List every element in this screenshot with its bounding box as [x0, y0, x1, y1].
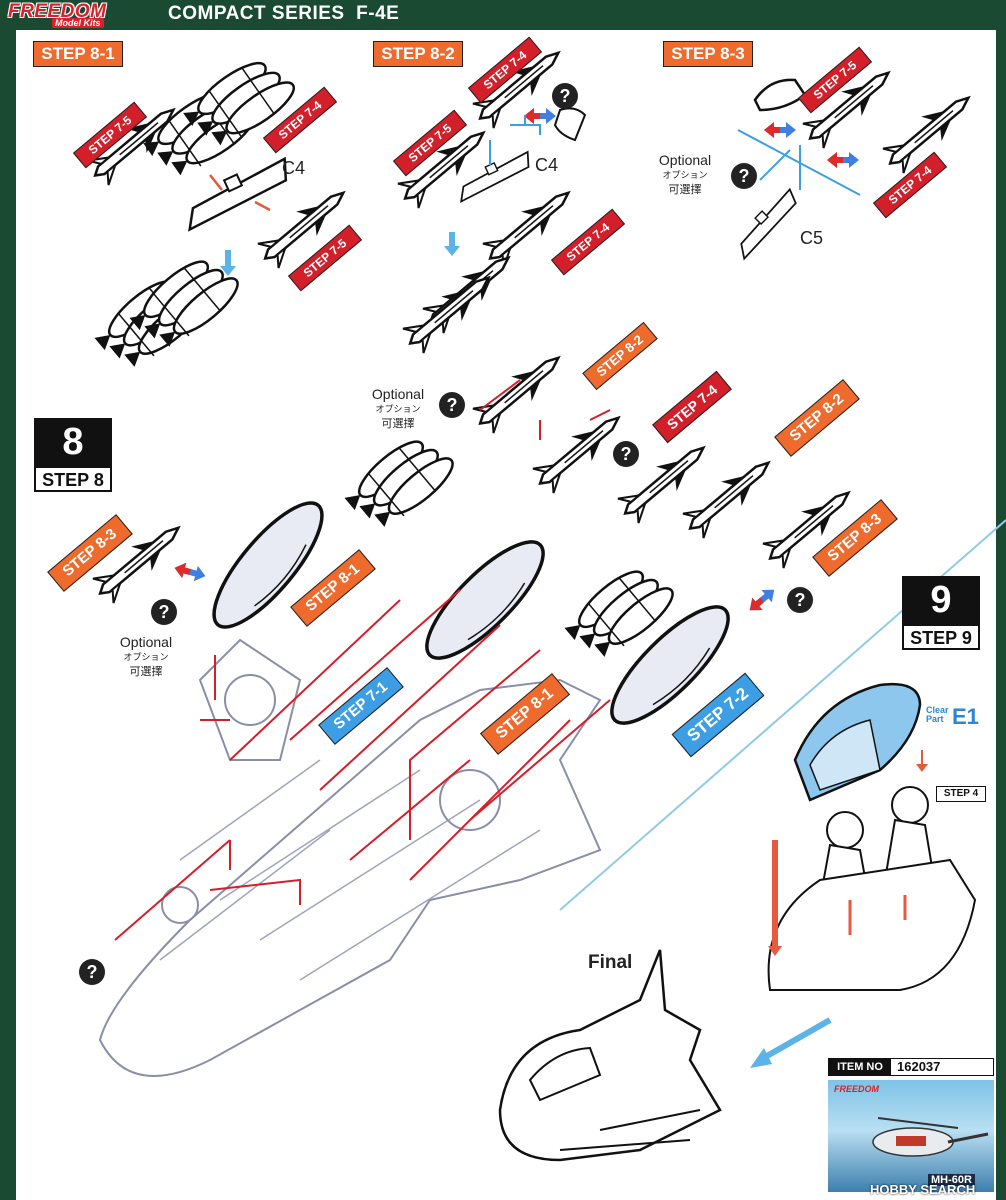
helicopter-icon: [872, 1117, 989, 1157]
step-8-number: 8: [34, 418, 112, 466]
final-label: Final: [588, 952, 633, 973]
step-8-box: 8 STEP 8: [34, 418, 112, 492]
optional-en: Optional: [119, 634, 173, 650]
item-number-label: ITEM NO: [829, 1059, 891, 1075]
optional-ja: オプション: [123, 652, 169, 662]
item-number-row: ITEM NO 162037: [828, 1058, 994, 1076]
step-9-illustration: [767, 682, 977, 991]
optional-zh: 可選擇: [381, 418, 415, 430]
header-bar: FREEDOM Model Kits COMPACT SERIES F-4E: [0, 0, 1006, 30]
product-box-brand: FREEDOM: [834, 1084, 879, 1094]
step-8-1-illustration: [83, 46, 355, 380]
optional-en: Optional: [658, 152, 712, 168]
optional-note: Optional オプション 可選擇: [365, 386, 431, 431]
optional-zh: 可選擇: [668, 184, 702, 196]
item-number-box: ITEM NO 162037 FREEDOM MH-60R: [828, 1058, 994, 1192]
step-8-illustration: [79, 344, 860, 1077]
final-illustration: [498, 949, 722, 1162]
optional-note: Optional オプション 可選擇: [113, 634, 179, 679]
step-8-2-illustration: [393, 39, 587, 357]
step-8-3-title: STEP 8-3: [663, 41, 753, 67]
clear-part-label: Clear Part: [926, 705, 949, 724]
part-c5-label: C5: [800, 228, 824, 248]
optional-ja: オプション: [662, 170, 708, 180]
step-8-2-title: STEP 8-2: [373, 41, 463, 67]
part-c4-label: C4: [282, 158, 306, 178]
brand-logo: FREEDOM Model Kits: [8, 1, 153, 28]
step-9-number: 9: [902, 576, 980, 624]
series-title: COMPACT SERIES F-4E: [168, 3, 400, 24]
product-box-image: FREEDOM MH-60R: [828, 1080, 994, 1192]
step-9-caption: STEP 9: [902, 624, 980, 650]
optional-en: Optional: [371, 386, 425, 402]
step-8-1-title: STEP 8-1: [33, 41, 123, 67]
product-box-model: MH-60R: [928, 1174, 975, 1186]
step-9-box: 9 STEP 9: [902, 576, 980, 650]
optional-note: Optional オプション 可選擇: [652, 152, 718, 197]
optional-zh: 可選擇: [129, 666, 163, 678]
brand-logo-bottom: Model Kits: [52, 18, 104, 28]
step-4-reference: STEP 4: [936, 786, 986, 802]
brand-logo-top: FREEDOM: [8, 1, 107, 22]
step-8-caption: STEP 8: [34, 466, 112, 492]
watermark: HOBBY SEARCH: [870, 1182, 976, 1197]
item-number-value: 162037: [897, 1059, 941, 1074]
part-c4-label: C4: [535, 155, 559, 175]
part-e1-label: E1: [952, 704, 979, 729]
optional-ja: オプション: [375, 404, 421, 414]
